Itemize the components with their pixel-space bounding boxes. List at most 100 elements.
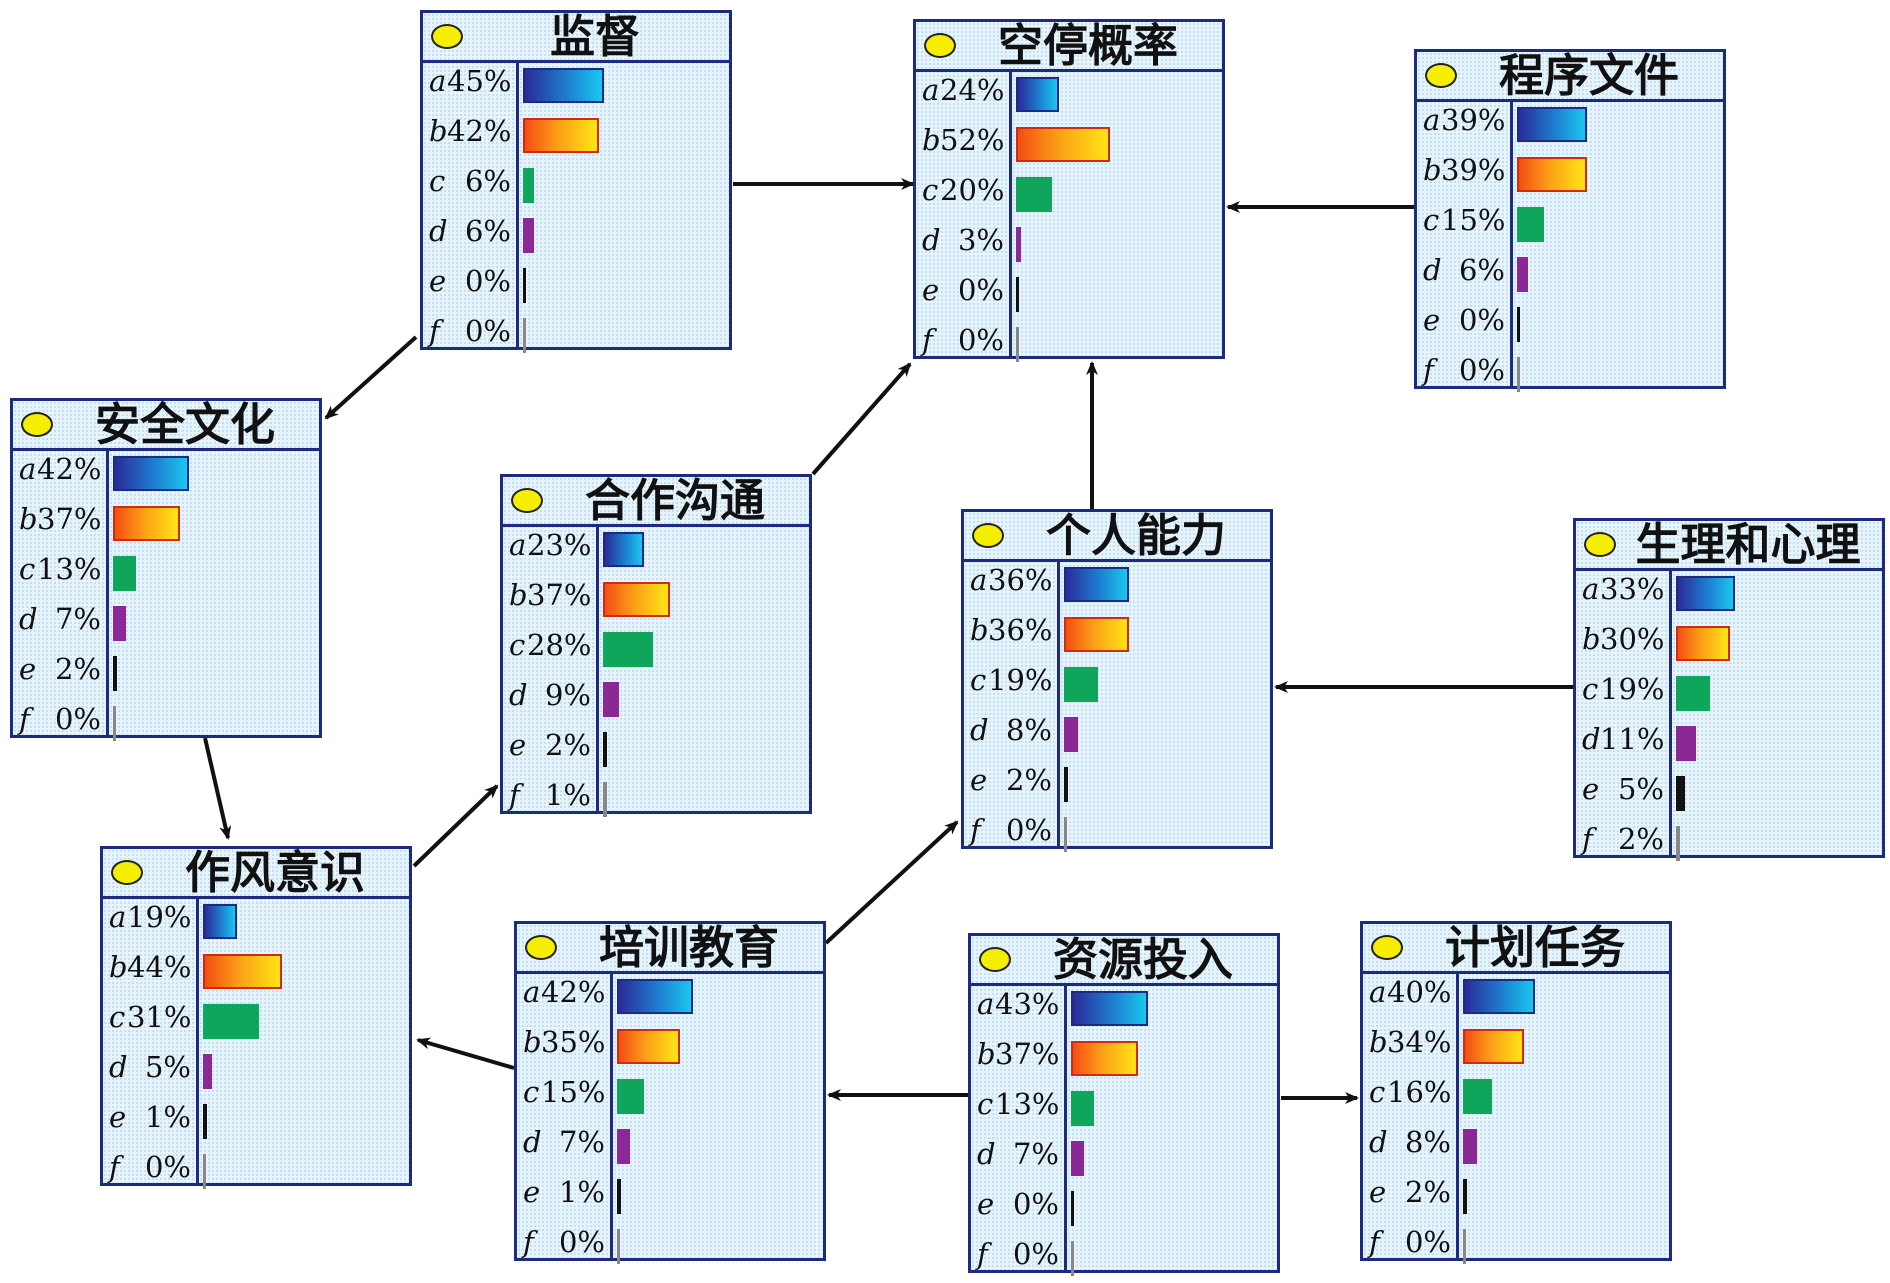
state-letter: b (977, 1037, 996, 1071)
state-letter: d (1369, 1125, 1388, 1159)
node-column-divider (516, 60, 519, 347)
node-column-divider (1064, 983, 1067, 1270)
node-status-dot-icon (511, 488, 543, 513)
state-percent: 6% (1458, 253, 1505, 287)
node-header: 培训教育 (517, 924, 823, 974)
state-letter: e (523, 1175, 541, 1209)
state-percent: 8% (1005, 713, 1052, 747)
state-bar (203, 1154, 206, 1189)
node-title: 资源投入 (1052, 933, 1233, 986)
state-percent: 2% (1617, 822, 1664, 856)
state-percent: 23% (527, 528, 592, 562)
state-bar (603, 682, 620, 717)
state-bar (1517, 357, 1520, 392)
state-percent: 0% (54, 702, 101, 736)
state-percent: 19% (1600, 672, 1665, 706)
state-bar (1071, 1191, 1074, 1226)
state-letter: a (977, 987, 995, 1021)
state-percent: 6% (464, 164, 511, 198)
state-bar (203, 1004, 259, 1039)
state-bar (1064, 617, 1129, 652)
state-percent: 37% (995, 1037, 1060, 1071)
state-letter: d (109, 1050, 128, 1084)
state-percent: 16% (1387, 1075, 1452, 1109)
state-percent: 31% (127, 1000, 192, 1034)
state-letter: e (922, 273, 940, 307)
state-percent: 0% (1458, 353, 1505, 387)
state-letter: a (523, 975, 541, 1009)
node-header: 计划任务 (1363, 924, 1669, 974)
state-percent: 0% (558, 1225, 605, 1259)
state-bar (1517, 307, 1520, 342)
state-bar (1016, 77, 1060, 112)
node-status-dot-icon (111, 860, 143, 885)
state-percent: 0% (464, 264, 511, 298)
state-letter: e (1582, 772, 1600, 806)
state-bar (113, 606, 126, 641)
state-letter: a (1582, 572, 1600, 606)
state-percent: 39% (1441, 103, 1506, 137)
node-column-divider (1057, 559, 1060, 846)
state-percent: 34% (1387, 1025, 1452, 1059)
state-bar (1517, 207, 1544, 242)
node-column-divider (196, 896, 199, 1183)
node-status-dot-icon (979, 947, 1011, 972)
state-bar (1064, 667, 1099, 702)
state-letter: d (509, 678, 528, 712)
state-percent: 13% (37, 552, 102, 586)
state-bar (1064, 767, 1068, 802)
state-bar (1071, 1141, 1084, 1176)
state-bar (603, 782, 607, 817)
state-bar (603, 582, 670, 617)
edge-peixun-to-geren (824, 820, 959, 945)
state-bar (603, 532, 645, 567)
state-percent: 20% (940, 173, 1005, 207)
state-bar (1517, 157, 1588, 192)
node-title: 个人能力 (1045, 509, 1226, 562)
state-letter: a (1369, 975, 1387, 1009)
state-percent: 36% (988, 563, 1053, 597)
state-bar (113, 456, 189, 491)
state-letter: e (19, 652, 37, 686)
state-letter: a (19, 452, 37, 486)
state-letter: c (970, 663, 987, 697)
node-status-dot-icon (1425, 63, 1457, 88)
state-bar (113, 506, 180, 541)
state-bar (1071, 1091, 1095, 1126)
state-bar (1071, 1041, 1138, 1076)
state-percent: 43% (995, 987, 1060, 1021)
state-letter: e (429, 264, 447, 298)
state-letter: c (509, 628, 526, 662)
state-percent: 0% (957, 323, 1004, 357)
state-letter: c (977, 1087, 994, 1121)
state-percent: 6% (464, 214, 511, 248)
state-letter: c (109, 1000, 126, 1034)
state-bar (1016, 177, 1052, 212)
state-bar (1463, 1229, 1466, 1264)
state-percent: 11% (1600, 722, 1665, 756)
node-title: 安全文化 (94, 398, 275, 451)
